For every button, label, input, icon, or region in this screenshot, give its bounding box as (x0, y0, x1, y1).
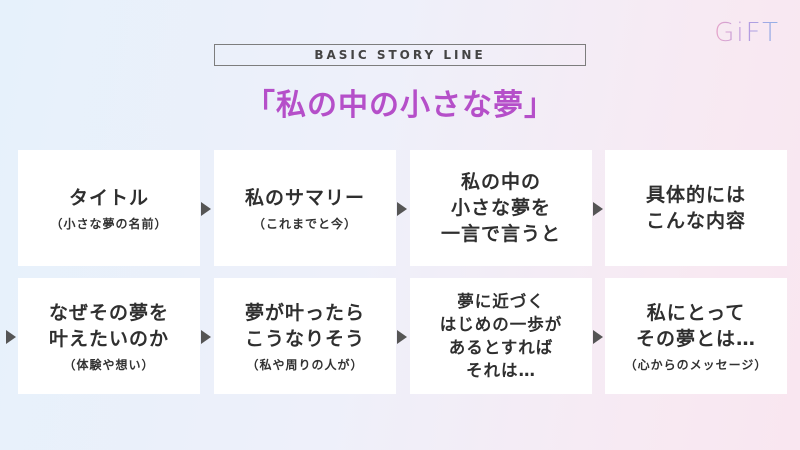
card-main-text: 私の中の 小さな夢を 一言で言うと (440, 171, 561, 245)
page-title: 「私の中の小さな夢」 (245, 88, 555, 123)
card-title: タイトル （小さな夢の名前） (18, 150, 200, 266)
arrow-right-icon (397, 330, 407, 344)
card-sub-text: （小さな夢の名前） (50, 216, 168, 231)
card-main-text: 具体的には こんな内容 (645, 184, 746, 232)
card-main-text: なぜその夢を 叶えたいのか (48, 301, 169, 350)
gift-logo: GiFT (714, 18, 780, 48)
subtitle-box: BASIC STORY LINE (214, 44, 586, 66)
card-sub-text: （私や周りの人が） (246, 357, 364, 372)
card-main-text: タイトル (68, 186, 149, 209)
card-summary: 私のサマリー （これまでと今） (214, 150, 396, 266)
card-sub-text: （これまでと今） (252, 216, 357, 231)
card-sub-text: （心からのメッセージ） (624, 357, 768, 372)
card-main-text: 私にとって その夢とは… (635, 301, 756, 350)
arrow-right-icon (397, 202, 407, 216)
arrow-right-icon (593, 330, 603, 344)
arrow-right-icon (593, 202, 603, 216)
card-main-text: 夢に近づく はじめの一歩が あるとすれば それは… (439, 292, 563, 380)
card-if-realized: 夢が叶ったら こうなりそう （私や周りの人が） (214, 278, 396, 394)
card-main-text: 私のサマリー (244, 186, 365, 209)
card-what-dream-means: 私にとって その夢とは… （心からのメッセージ） (605, 278, 787, 394)
card-first-step: 夢に近づく はじめの一歩が あるとすれば それは… (410, 278, 592, 394)
card-main-text: 夢が叶ったら こうなりそう (244, 301, 365, 350)
arrow-right-icon (201, 330, 211, 344)
card-why: なぜその夢を 叶えたいのか （体験や想い） (18, 278, 200, 394)
card-details: 具体的には こんな内容 (605, 150, 787, 266)
card-sub-text: （体験や想い） (63, 357, 155, 372)
arrow-right-icon (201, 202, 211, 216)
card-dream-in-a-word: 私の中の 小さな夢を 一言で言うと (410, 150, 592, 266)
arrow-right-icon (6, 330, 16, 344)
